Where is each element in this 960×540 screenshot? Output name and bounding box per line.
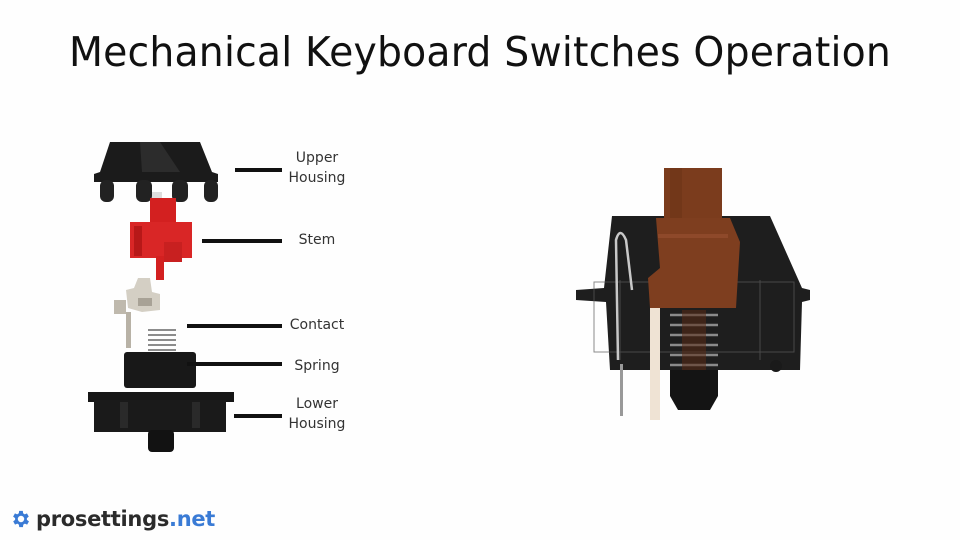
page-title: Mechanical Keyboard Switches Operation — [68, 28, 892, 76]
leader-line-upper-housing — [235, 168, 282, 172]
leader-line-lower-housing — [234, 414, 282, 418]
leader-line-spring — [187, 362, 282, 366]
leader-line-contact — [187, 324, 282, 328]
label-upper-housing: Upper Housing — [288, 150, 346, 186]
gear-icon — [13, 510, 29, 528]
upper-housing-illustration — [94, 142, 218, 202]
leader-line-stem — [202, 239, 282, 243]
lower-housing-illustration — [88, 352, 234, 452]
assembled-switch-illustration — [576, 168, 810, 420]
label-stem: Stem — [298, 232, 336, 248]
exploded-switch-diagram — [88, 142, 234, 452]
label-lower-housing: Lower Housing — [288, 396, 346, 432]
label-spring: Spring — [294, 358, 340, 374]
logo-name: prosettings — [36, 507, 170, 531]
prosettings-logo[interactable]: prosettings.net — [10, 507, 215, 531]
label-contact: Contact — [289, 317, 345, 333]
stem-illustration — [130, 192, 192, 280]
contact-illustration — [114, 278, 160, 348]
logo-tld: .net — [169, 507, 216, 531]
